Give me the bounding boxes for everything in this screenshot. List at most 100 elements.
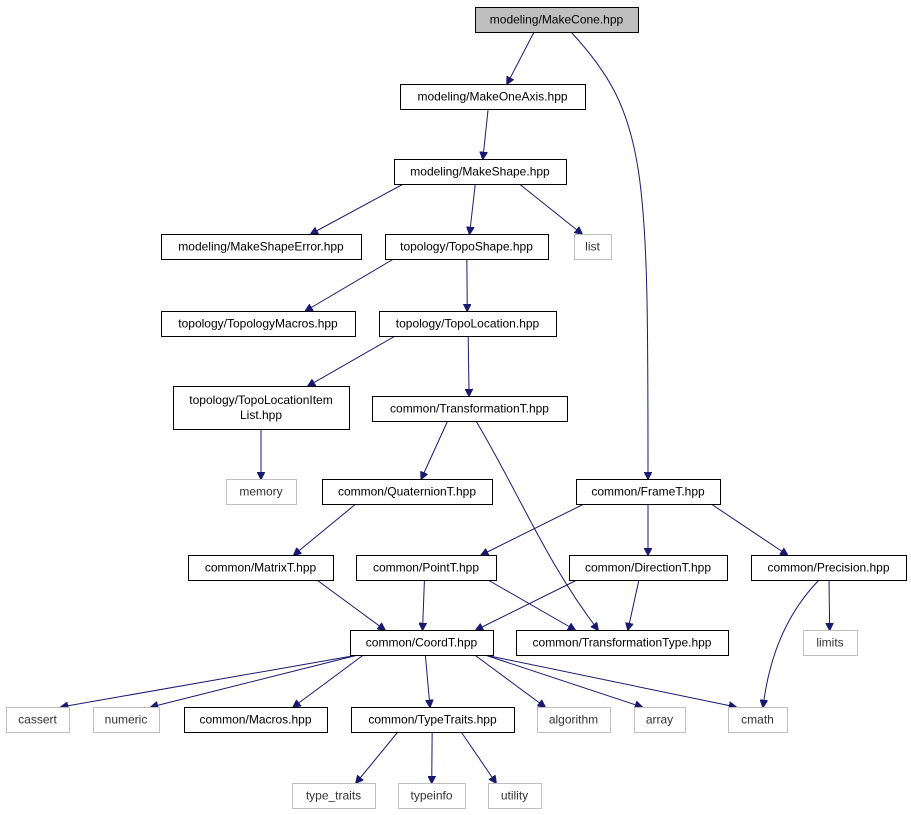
node-box [184,707,328,733]
edge-precision-cmath [763,579,820,707]
node-makeoneaxis[interactable]: modeling/MakeOneAxis.hpp [400,84,586,110]
node-label: topology/TopologyMacros.hpp [178,317,338,331]
node-box [516,630,729,656]
node-label: common/MatrixT.hpp [205,561,317,575]
node-label: algorithm [549,713,598,727]
node-label: topology/TopoLocation.hpp [396,317,540,331]
edge-transformationt-quaterniont [421,420,449,479]
node-box [161,311,356,337]
node-box [93,707,160,733]
node-box [728,707,788,733]
edge-makecone-framet [570,31,648,479]
node-box [351,707,515,733]
node-label: common/Precision.hpp [767,561,889,575]
edge-coordt-cmath [484,654,736,707]
node-algorithm: algorithm [537,707,611,733]
edge-makeshape-makeshapeerror [311,183,404,234]
node-box [356,555,497,581]
edge-matrixt-coordt [316,579,385,630]
node-precision[interactable]: common/Precision.hpp [751,555,907,581]
edge-directiont-transformationtype [628,579,640,630]
node-makeshapeerror[interactable]: modeling/MakeShapeError.hpp [161,234,362,260]
nodes-layer: modeling/MakeCone.hpp modeling/MakeOneAxi… [6,7,907,809]
node-makeshape[interactable]: modeling/MakeShape.hpp [394,159,567,185]
node-memory: memory [226,479,297,505]
node-box [537,707,611,733]
edge-coordt-cassert [61,654,359,707]
node-label: modeling/MakeOneAxis.hpp [417,90,567,104]
edge-coordt-algorithm [474,654,545,707]
node-label: common/QuaternionT.hpp [338,485,476,499]
node-toposhape[interactable]: topology/TopoShape.hpp [385,234,549,260]
node-label: type_traits [306,789,361,803]
node-label: common/TypeTraits.hpp [368,713,497,727]
node-label: common/FrameT.hpp [591,485,705,499]
node-label: memory [239,485,282,499]
node-macros[interactable]: common/Macros.hpp [184,707,328,733]
node-box [574,234,612,260]
node-label: array [646,713,673,727]
edge-makeshape-toposhape [470,183,476,234]
node-box [751,555,907,581]
edge-directiont-coordt [476,579,578,630]
node-transformationtype[interactable]: common/TransformationType.hpp [516,630,729,656]
edge-topolocation-topolocationitemlist [308,335,396,386]
node-box [226,479,297,505]
node-coordt[interactable]: common/CoordT.hpp [350,630,494,656]
node-box [350,630,494,656]
node-type_traits: type_traits [292,783,376,809]
node-numeric: numeric [93,707,160,733]
edge-transformationt-transformationtype [475,420,598,630]
node-cmath: cmath [728,707,788,733]
node-label: cmath [741,713,774,727]
node-quaterniont[interactable]: common/QuaternionT.hpp [322,479,493,505]
node-label: cassert [18,713,57,727]
node-label: common/DirectionT.hpp [585,561,711,575]
node-label: common/TransformationType.hpp [533,636,712,650]
node-makecone[interactable]: modeling/MakeCone.hpp [475,7,639,33]
edge-makecone-makeoneaxis [507,31,535,84]
edge-framet-precision [710,503,787,555]
edge-pointt-coordt [423,579,425,630]
edge-coordt-macros [293,654,364,707]
node-pointt[interactable]: common/PointT.hpp [356,555,497,581]
node-label: limits [816,636,843,650]
node-label: list [585,240,600,254]
node-box [400,84,586,110]
node-label: List.hpp [240,408,282,422]
node-label: common/PointT.hpp [373,561,479,575]
edges-layer [61,31,830,783]
node-box [385,234,549,260]
node-box [372,396,568,422]
node-box [379,311,557,337]
node-box [188,555,334,581]
edge-framet-pointt [481,503,585,555]
node-label: numeric [105,713,148,727]
edge-pointt-transformationtype [487,579,575,630]
node-label: typeinfo [410,789,452,803]
edge-makeshape-list [519,183,582,234]
node-box [6,707,70,733]
node-topologymacros[interactable]: topology/TopologyMacros.hpp [161,311,356,337]
node-box [475,7,639,33]
node-topolocation[interactable]: topology/TopoLocation.hpp [379,311,557,337]
node-typeinfo: typeinfo [398,783,466,809]
node-label: common/CoordT.hpp [366,636,478,650]
node-array: array [634,707,686,733]
node-utility: utility [488,783,542,809]
node-box [803,630,858,656]
node-directiont[interactable]: common/DirectionT.hpp [569,555,728,581]
node-limits: limits [803,630,858,656]
node-cassert: cassert [6,707,70,733]
node-typetraits[interactable]: common/TypeTraits.hpp [351,707,515,733]
node-transformationt[interactable]: common/TransformationT.hpp [372,396,568,422]
edge-typetraits-type_traits [356,731,399,783]
node-framet[interactable]: common/FrameT.hpp [576,479,721,505]
edge-typetraits-utility [460,731,496,783]
node-box [161,234,362,260]
node-label: modeling/MakeShapeError.hpp [178,240,344,254]
node-box [576,479,721,505]
node-matrixt[interactable]: common/MatrixT.hpp [188,555,334,581]
